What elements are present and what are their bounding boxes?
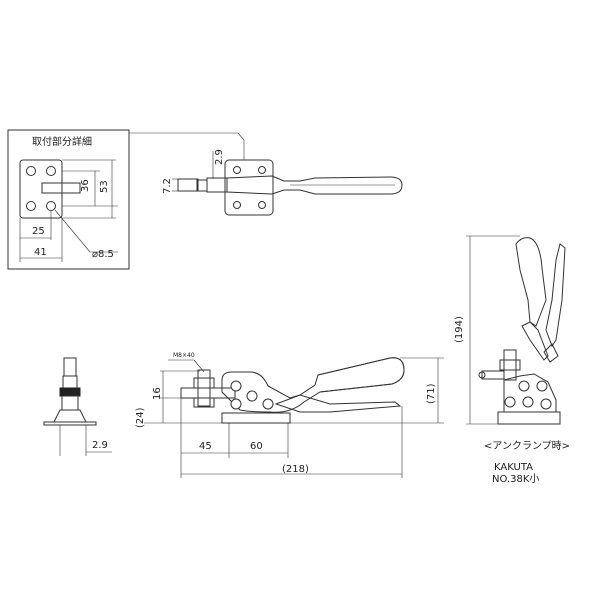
- side-pivot-4: [262, 398, 274, 410]
- detail-title: 取付部分詳細: [32, 135, 92, 148]
- left-arm: [59, 387, 81, 397]
- detail-hole-3: [26, 201, 36, 211]
- side-dim-218: (218): [282, 464, 309, 475]
- side-view: M8×40 16 (24) 45 60 (218) (71): [135, 352, 444, 478]
- detail-hole-4: [46, 201, 56, 211]
- unclamp-spindle: [503, 349, 517, 381]
- unclamp-pivot-3: [504, 396, 516, 408]
- unclamp-view: (194) <アンクランプ時>: [454, 235, 570, 452]
- side-dim-45: 45: [199, 441, 212, 452]
- detail-leader: [129, 132, 245, 160]
- side-arm: [180, 387, 236, 399]
- side-pivot-2: [230, 398, 242, 410]
- side-dim-16: 16: [152, 387, 163, 400]
- unclamp-pivot-4: [522, 396, 534, 408]
- side-lower-link: [274, 394, 402, 413]
- unclamp-pivot-1: [518, 380, 530, 392]
- unclamp-lever: [545, 243, 566, 348]
- detail-hole-1: [26, 166, 36, 176]
- left-spindle: [63, 357, 77, 377]
- detail-frame: [7, 129, 130, 270]
- unclamp-pivot-2: [536, 380, 548, 392]
- left-dim-2-9: 2.9: [92, 440, 108, 451]
- left-view: 2.9: [43, 357, 112, 456]
- detail-base-plate: [19, 159, 63, 219]
- brand-maker: KAKUTA: [494, 462, 533, 473]
- detail-dim-36: 36: [80, 179, 91, 192]
- top-dim-7-2: 7.2: [162, 178, 173, 194]
- side-grip: [317, 357, 405, 393]
- detail-bar: [41, 182, 81, 194]
- top-spindle: [177, 178, 199, 192]
- side-base: [221, 412, 291, 424]
- top-handle: [226, 175, 403, 195]
- side-pivot-1: [230, 380, 242, 392]
- top-arm: [206, 177, 228, 193]
- unclamp-base: [497, 411, 561, 425]
- detail-hole-diameter: ⌀8.5: [92, 249, 114, 260]
- brand-model: NO.38K小: [492, 473, 539, 485]
- side-handle-assembly: [221, 357, 405, 413]
- side-dim-60: 60: [250, 441, 263, 452]
- unclamp-arm: [481, 370, 505, 380]
- unclamp-pivot-5: [540, 398, 552, 410]
- side-dim-71: (71): [426, 383, 437, 404]
- unclamp-grip: [515, 237, 547, 327]
- detail-dim-25: 25: [32, 226, 45, 237]
- unclamp-caption: <アンクランプ時>: [484, 440, 570, 452]
- detail-dim-41: 41: [34, 247, 47, 258]
- side-dim-24: (24): [135, 407, 146, 428]
- side-pivot-3: [246, 390, 258, 402]
- top-dim-2-9: 2.9: [214, 149, 225, 165]
- unclamp-nut: [499, 359, 521, 371]
- top-view: 2.9 7.2: [162, 149, 403, 216]
- mounting-detail-panel: 取付部分詳細 36 53 25 41 ⌀8.5: [7, 129, 130, 270]
- detail-hole-2: [46, 166, 56, 176]
- top-base-plate: [224, 159, 274, 216]
- unclamp-dim-194: (194): [454, 316, 465, 343]
- unclamp-handle-link: [521, 321, 549, 361]
- side-nut-upper: [193, 377, 215, 389]
- detail-dim-53: 53: [99, 180, 110, 193]
- left-nut: [62, 375, 78, 389]
- side-thread-label: M8×40: [173, 352, 195, 359]
- left-body: [61, 395, 79, 411]
